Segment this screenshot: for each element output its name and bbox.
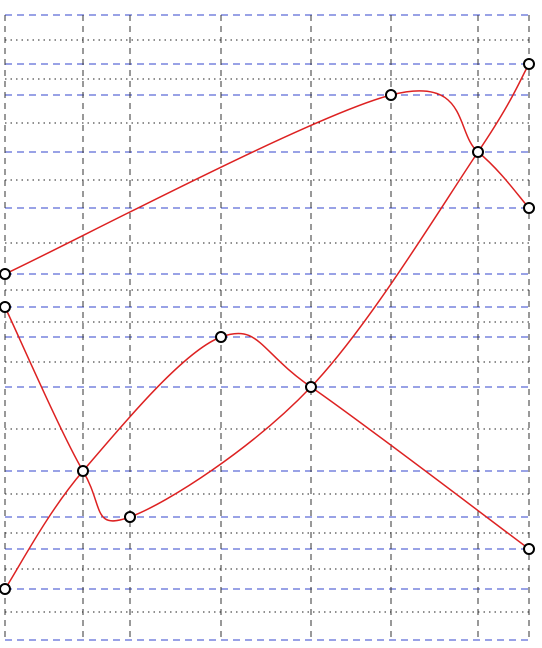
curve-2 — [4, 63, 530, 522]
curve-3 — [4, 332, 530, 590]
control-point-4[interactable] — [0, 301, 11, 313]
control-point-0[interactable] — [0, 268, 11, 280]
nodes — [0, 58, 535, 595]
control-point-2[interactable] — [472, 146, 484, 158]
curves — [4, 63, 530, 590]
control-point-7[interactable] — [305, 381, 317, 393]
control-point-5[interactable] — [77, 465, 89, 477]
control-point-1[interactable] — [385, 89, 397, 101]
control-point-6[interactable] — [124, 511, 136, 523]
control-point-8[interactable] — [523, 58, 535, 70]
grid — [4, 14, 530, 641]
control-point-10[interactable] — [215, 331, 227, 343]
control-point-3[interactable] — [523, 202, 535, 214]
curve-1 — [4, 90, 530, 275]
control-point-11[interactable] — [523, 543, 535, 555]
control-point-9[interactable] — [0, 583, 11, 595]
